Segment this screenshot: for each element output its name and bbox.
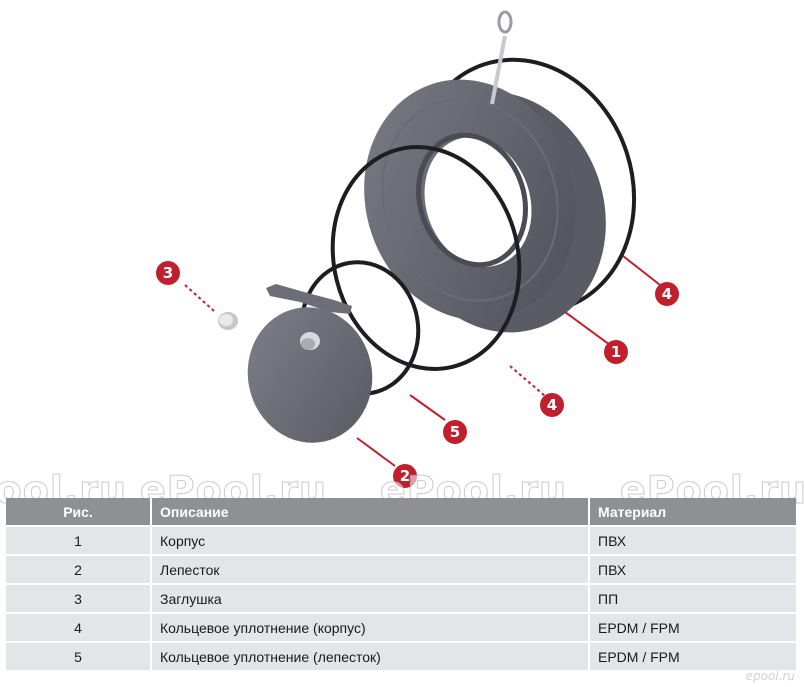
table-header-row: Рис. Описание Материал xyxy=(6,498,796,525)
cell-desc: Кольцевое уплотнение (корпус) xyxy=(150,614,588,641)
cell-material: ПВХ xyxy=(588,527,796,554)
header-material: Материал xyxy=(588,498,796,525)
cell-material: ПП xyxy=(588,585,796,612)
parts-table: Рис. Описание Материал 1 Корпус ПВХ 2 Ле… xyxy=(6,496,796,672)
site-stamp: epool.ru xyxy=(745,669,795,683)
callout-1: 1 xyxy=(604,340,628,364)
cell-desc: Лепесток xyxy=(150,556,588,583)
valve-body xyxy=(364,79,606,333)
callout-label: 4 xyxy=(662,285,672,303)
callout-label: 2 xyxy=(400,467,410,485)
cell-material: EPDM / FPM xyxy=(588,643,796,670)
callout-label: 1 xyxy=(611,343,621,361)
hook xyxy=(490,10,513,105)
table-row: 3 Заглушка ПП xyxy=(6,585,796,612)
leader-lines xyxy=(184,255,661,467)
callout-label: 4 xyxy=(547,396,557,414)
cell-material: EPDM / FPM xyxy=(588,614,796,641)
callout-3: 3 xyxy=(156,261,180,285)
cell-desc: Заглушка xyxy=(150,585,588,612)
callout-4-body-ring: 4 xyxy=(655,282,679,306)
plug xyxy=(218,312,238,330)
cell-desc: Кольцевое уплотнение (лепесток) xyxy=(150,643,588,670)
cell-num: 5 xyxy=(6,643,150,670)
header-desc: Описание xyxy=(150,498,588,525)
cell-num: 3 xyxy=(6,585,150,612)
disc xyxy=(247,284,373,443)
callout-label: 5 xyxy=(450,423,460,441)
cell-material: ПВХ xyxy=(588,556,796,583)
callout-2: 2 xyxy=(393,464,417,488)
exploded-view-diagram: 1 2 3 4 4 5 xyxy=(156,10,679,488)
callout-5: 5 xyxy=(443,420,467,444)
table-row: 5 Кольцевое уплотнение (лепесток) EPDM /… xyxy=(6,643,796,670)
cell-desc: Корпус xyxy=(150,527,588,554)
cell-num: 1 xyxy=(6,527,150,554)
table-row: 4 Кольцевое уплотнение (корпус) EPDM / F… xyxy=(6,614,796,641)
table-row: 2 Лепесток ПВХ xyxy=(6,556,796,583)
header-num: Рис. xyxy=(6,498,150,525)
table-row: 1 Корпус ПВХ xyxy=(6,527,796,554)
cell-num: 4 xyxy=(6,614,150,641)
callout-4-middle-ring: 4 xyxy=(540,393,564,417)
middle-o-ring xyxy=(330,145,522,371)
callout-label: 3 xyxy=(163,264,173,282)
cell-num: 2 xyxy=(6,556,150,583)
